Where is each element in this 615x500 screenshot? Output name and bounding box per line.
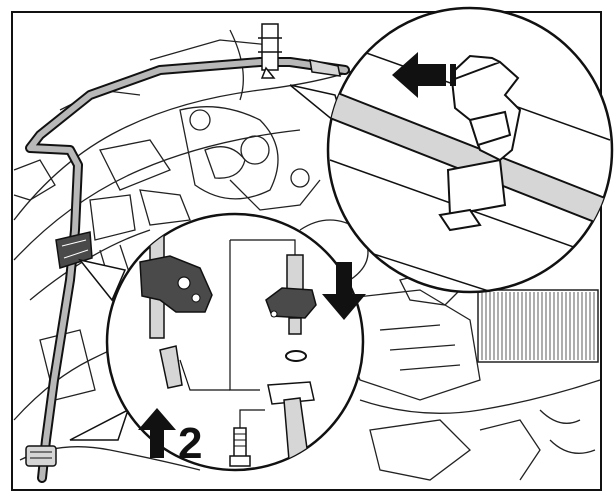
detail-circle-center [105, 212, 365, 472]
down-arrow-icon [322, 262, 366, 320]
pipe-bottom-fitting [25, 445, 57, 467]
detail-circle-right [326, 6, 614, 294]
up-arrow-icon [138, 408, 176, 458]
pipe-clip-left [55, 231, 93, 269]
callout-wedge-center [78, 258, 127, 302]
pipe-clip-top [258, 23, 282, 79]
bolt [229, 427, 251, 467]
push-arrow-icon [392, 52, 456, 98]
refrigerant-pipe [25, 57, 350, 483]
radiator-grille [477, 289, 599, 363]
step-number: 2 [178, 419, 202, 468]
o-ring [285, 350, 307, 362]
bracket-clip [139, 255, 213, 313]
callout-wedge-bottom [69, 408, 130, 441]
